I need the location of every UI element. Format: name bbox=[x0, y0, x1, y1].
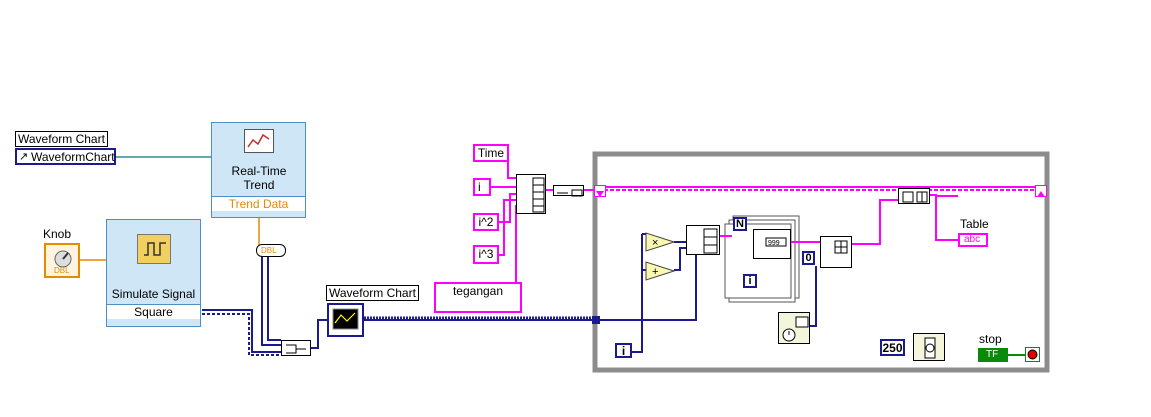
stop-terminal[interactable]: TF bbox=[978, 348, 1008, 362]
stop-type: TF bbox=[986, 349, 999, 360]
shift-register-left[interactable] bbox=[594, 185, 606, 197]
multiply-node[interactable]: × bbox=[645, 232, 676, 252]
while-loop-border bbox=[592, 151, 1050, 373]
merge-icon bbox=[286, 344, 306, 354]
build-array-node[interactable] bbox=[516, 174, 546, 214]
get-date-time-node[interactable] bbox=[778, 312, 810, 344]
i-header-const[interactable]: i bbox=[473, 178, 491, 196]
waveform-chart-ref-label: Waveform Chart bbox=[15, 131, 108, 147]
wait-ms-constant[interactable]: 250 bbox=[880, 339, 905, 356]
reference-icon: ↗ bbox=[19, 151, 29, 163]
insert-into-array-node[interactable] bbox=[898, 188, 930, 204]
chart-icon bbox=[332, 308, 359, 330]
waveform-chart-reference[interactable]: ↗ WaveformChart bbox=[15, 148, 116, 165]
svg-text:+: + bbox=[652, 266, 658, 278]
add-node[interactable]: + bbox=[645, 261, 676, 281]
index-constant[interactable]: 0 bbox=[802, 251, 815, 265]
build-array-inner-icon bbox=[703, 228, 718, 254]
signal-generator-icon bbox=[137, 234, 171, 264]
realtime-trend-title: Real-Time Trend bbox=[231, 164, 287, 192]
knob-icon bbox=[54, 250, 72, 268]
trend-chart-icon bbox=[244, 129, 274, 153]
shift-register-right[interactable] bbox=[1035, 185, 1047, 197]
stop-condition-icon bbox=[1027, 349, 1038, 360]
table-type: abc bbox=[964, 234, 981, 245]
table-label: Table bbox=[960, 217, 989, 231]
simulate-signal-title: Simulate Signal bbox=[111, 287, 196, 301]
stop-label: stop bbox=[979, 332, 1002, 346]
while-loop-iteration-terminal: i bbox=[615, 343, 632, 358]
array-to-spreadsheet-node[interactable] bbox=[553, 185, 584, 197]
simulate-signal-express-vi[interactable]: Simulate Signal Square bbox=[106, 219, 201, 327]
for-loop-inner-node[interactable]: 999 bbox=[753, 229, 791, 259]
wait-ms-node[interactable] bbox=[913, 333, 945, 361]
add-icon: + bbox=[645, 261, 676, 281]
for-loop-iteration-terminal: i bbox=[743, 274, 757, 288]
i3-header-const[interactable]: i^3 bbox=[473, 245, 499, 264]
array-convert-icon bbox=[557, 189, 583, 197]
clock-icon bbox=[782, 316, 809, 342]
convert-dynamic-data-node[interactable]: DBL bbox=[256, 244, 286, 257]
svg-text:×: × bbox=[652, 237, 658, 249]
waveform-chart-label: Waveform Chart bbox=[326, 285, 419, 301]
waveform-chart-ref-text: WaveformChart bbox=[31, 150, 115, 164]
knob-label: Knob bbox=[43, 227, 72, 241]
trend-data-output[interactable]: Trend Data bbox=[212, 196, 305, 211]
square-output[interactable]: Square bbox=[107, 304, 200, 319]
multiply-icon: × bbox=[645, 232, 676, 252]
index-array-icon bbox=[834, 240, 848, 254]
knob-terminal[interactable]: DBL bbox=[44, 243, 80, 278]
knob-type: DBL bbox=[54, 266, 70, 275]
dbl-convert-icon: DBL bbox=[261, 246, 277, 255]
for-loop-count-terminal[interactable]: N bbox=[733, 217, 747, 231]
build-array-inner-node[interactable] bbox=[686, 225, 720, 255]
waveform-chart-terminal[interactable] bbox=[327, 303, 364, 337]
build-array-icon bbox=[532, 177, 545, 213]
index-array-node[interactable] bbox=[820, 236, 852, 268]
tegangan-string-const[interactable]: tegangan bbox=[434, 282, 522, 313]
format-icon: 999 bbox=[765, 237, 787, 247]
table-terminal[interactable]: abc bbox=[958, 233, 988, 247]
wait-watch-icon bbox=[924, 337, 936, 359]
insert-array-icon bbox=[902, 191, 928, 203]
svg-text:999: 999 bbox=[768, 240, 780, 247]
realtime-trend-express-vi[interactable]: Real-Time Trend Trend Data bbox=[211, 122, 306, 218]
merge-signals-node[interactable] bbox=[281, 340, 311, 356]
time-header-const[interactable]: Time bbox=[473, 144, 509, 162]
loop-condition-terminal[interactable] bbox=[1025, 347, 1040, 362]
i2-header-const[interactable]: i^2 bbox=[473, 213, 499, 231]
